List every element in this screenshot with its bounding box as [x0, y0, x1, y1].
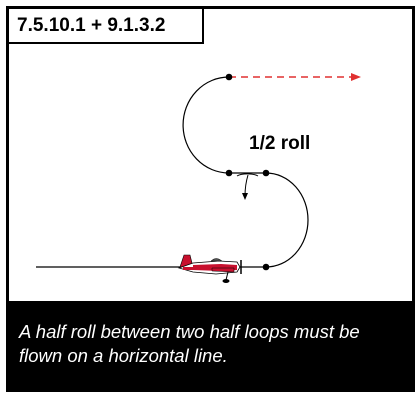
roll-arrow-icon	[237, 174, 258, 200]
flight-path-diagram: 1/2 roll	[9, 9, 412, 301]
exit-arrow-icon	[351, 73, 361, 81]
exit-dot	[226, 74, 233, 81]
caption-text: A half roll between two half loops must …	[19, 320, 404, 368]
loop-start-dot	[263, 264, 270, 271]
roll-end-dot	[263, 170, 270, 177]
caption-box: A half roll between two half loops must …	[9, 301, 412, 389]
figure-code-label: 7.5.10.1 + 9.1.3.2	[9, 9, 204, 44]
roll-label: 1/2 roll	[249, 133, 310, 154]
lower-half-loop	[266, 173, 308, 267]
roll-start-dot	[226, 170, 233, 177]
upper-half-loop	[183, 77, 229, 173]
figure-frame: 1/2 roll 7.5.10	[6, 6, 415, 392]
aerobatic-plane-icon	[179, 255, 241, 283]
